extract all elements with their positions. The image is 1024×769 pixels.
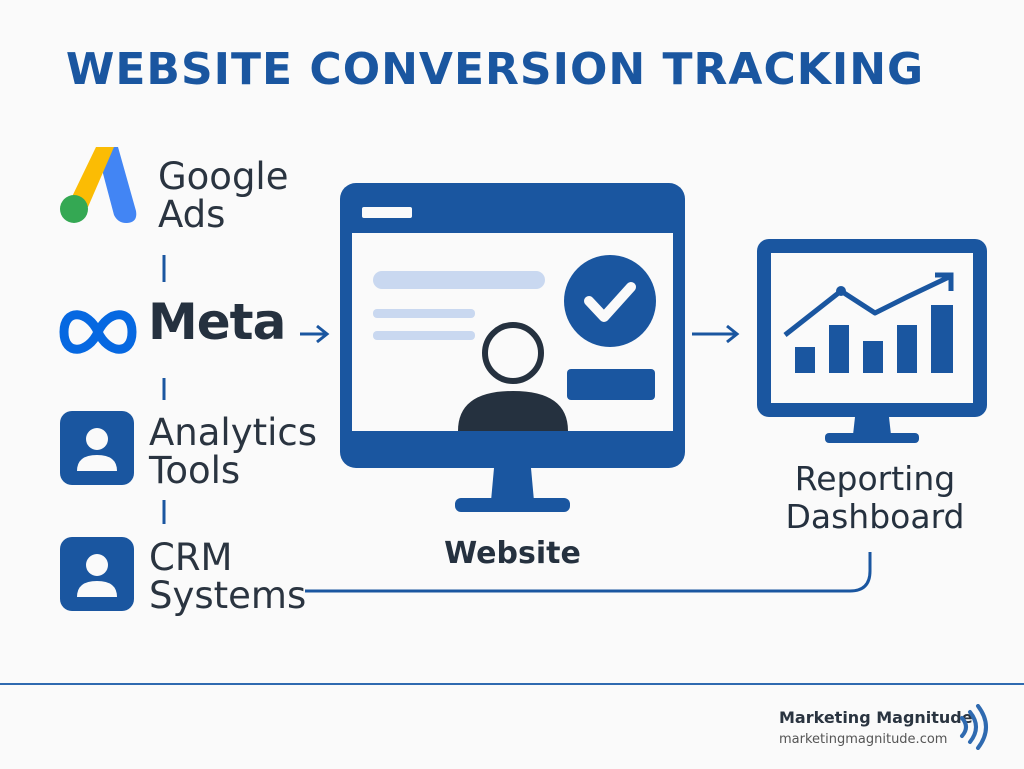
meta-label: Meta [148,293,286,351]
dashboard-label-2: Dashboard [785,497,965,536]
brand-signal-icon [960,704,988,750]
crm-label-1: CRM [149,536,233,579]
brand-url: marketingmagnitude.com [779,732,948,747]
bar-1 [795,347,815,373]
google-ads-label: Ads [158,193,226,236]
page-title: WEBSITE CONVERSION TRACKING [65,44,925,95]
google-label: Google [158,155,289,198]
website-monitor-icon [340,183,685,512]
footer-divider [0,683,1024,685]
arrow-to-dashboard-icon [692,324,740,344]
website-label: Website [444,536,581,571]
bar-2 [829,325,849,373]
crm-label-2: Systems [149,574,307,617]
bar-4 [897,325,917,373]
bar-3 [863,341,883,373]
analytics-label-2: Tools [149,449,241,492]
google-ads-logo-icon [60,147,137,223]
brand-name: Marketing Magnitude [779,708,973,727]
arrow-to-website-icon [300,324,330,344]
trend-line [783,274,951,337]
bar-5 [931,305,953,373]
analytics-user-icon [60,411,134,485]
meta-infinity-icon [59,310,137,354]
crm-feedback-line [305,552,872,593]
dashboard-monitor-icon [757,239,987,443]
crm-user-icon [60,537,134,611]
dashboard-label-1: Reporting [794,459,956,498]
analytics-label-1: Analytics [149,411,318,454]
